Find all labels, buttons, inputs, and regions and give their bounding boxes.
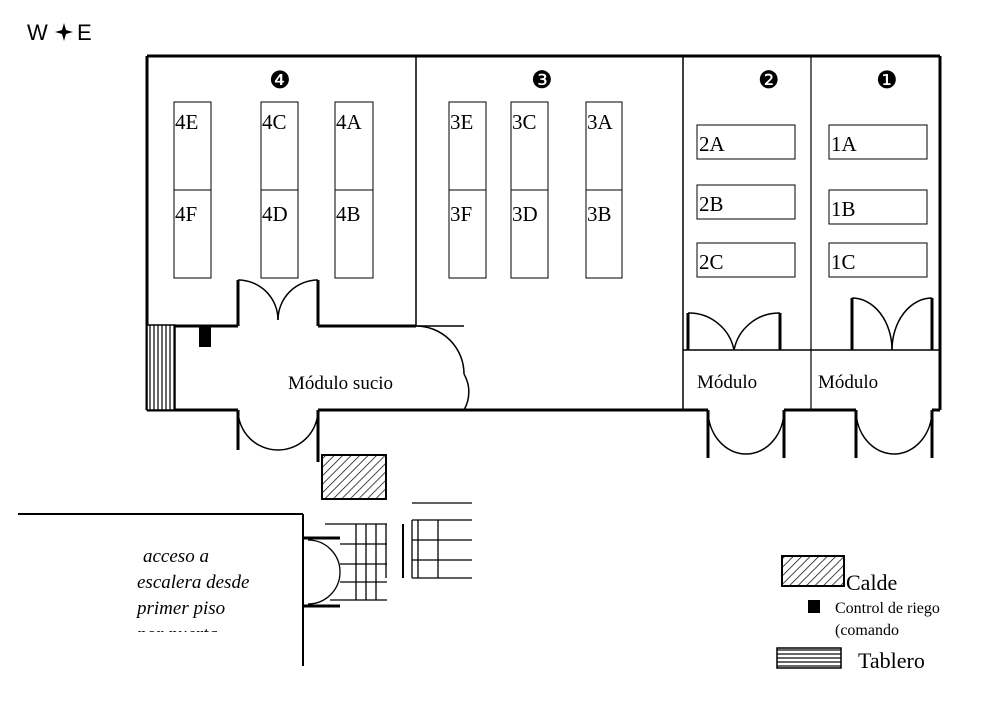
legend-panel-label: Tablero — [858, 648, 925, 673]
access-line-3: primer piso — [135, 598, 225, 619]
legend-boiler-label: Calde — [846, 570, 897, 595]
bed-4f-label: 4F — [175, 202, 197, 226]
stair-access-note: acceso a escalera desde primer piso por … — [130, 546, 300, 646]
bed-1c-label: 1C — [831, 250, 856, 274]
section-3-bed-labels: 3E 3F 3C 3D 3A 3B — [450, 110, 614, 226]
legend-panel-swatch — [776, 647, 842, 669]
compass-east-label: E — [77, 20, 92, 45]
access-line-1: acceso a — [143, 546, 209, 567]
section-2-beds — [696, 124, 796, 278]
doors — [237, 279, 933, 455]
bed-3e-label: 3E — [450, 110, 473, 134]
section-2-bed-labels: 2A 2B 2C — [699, 132, 726, 274]
lower-walls — [18, 513, 341, 666]
interior-walls — [175, 56, 940, 462]
bed-2a-label: 2A — [699, 132, 726, 156]
bed-3c-label: 3C — [512, 110, 537, 134]
section-2-number: ❷ — [758, 67, 780, 94]
module-1-label: Módulo — [818, 372, 878, 393]
legend-irrigation-label-1: Control de riego — [835, 600, 940, 617]
bed-4b-label: 4B — [336, 202, 361, 226]
access-line-2: escalera desde — [137, 572, 249, 593]
section-1-bed-labels: 1A 1B 1C — [831, 132, 858, 274]
legend: Calde Control de riego (comando Tablero — [776, 555, 940, 673]
bed-2b-label: 2B — [699, 192, 724, 216]
bed-3d-label: 3D — [512, 202, 538, 226]
bed-4d-label: 4D — [262, 202, 288, 226]
section-1-number: ❶ — [876, 67, 898, 94]
bed-4e-label: 4E — [175, 110, 198, 134]
bed-3f-label: 3F — [450, 202, 472, 226]
section-numbers: ❹ ❸ ❷ ❶ — [269, 67, 898, 94]
section-4-bed-labels: 4E 4F 4C 4D 4A 4B — [175, 110, 363, 226]
legend-irrigation-swatch — [808, 600, 820, 613]
compass-rose-icon — [55, 23, 73, 41]
section-4-beds — [173, 101, 374, 279]
bed-1b-label: 1B — [831, 197, 856, 221]
module-2-label: Módulo — [697, 372, 757, 393]
bed-2c-label: 2C — [699, 250, 724, 274]
bed-4c-label: 4C — [262, 110, 287, 134]
boiler — [321, 454, 387, 500]
bed-1a-label: 1A — [831, 132, 858, 156]
stairs — [325, 502, 472, 601]
legend-boiler-swatch — [781, 555, 845, 587]
section-3-beds — [448, 101, 623, 279]
electrical-panel — [146, 324, 176, 411]
dirty-module-label: Módulo sucio — [288, 373, 393, 394]
exterior-walls — [145, 54, 942, 412]
bed-3b-label: 3B — [587, 202, 612, 226]
compass: W E — [27, 20, 92, 45]
section-4-number: ❹ — [269, 67, 291, 94]
legend-irrigation-label-2: (comando — [835, 622, 899, 639]
compass-west-label: W — [27, 20, 48, 45]
section-3-number: ❸ — [531, 67, 553, 94]
bed-4a-label: 4A — [336, 110, 363, 134]
irrigation-control — [199, 327, 211, 347]
section-1-beds — [828, 124, 928, 278]
bed-3a-label: 3A — [587, 110, 614, 134]
